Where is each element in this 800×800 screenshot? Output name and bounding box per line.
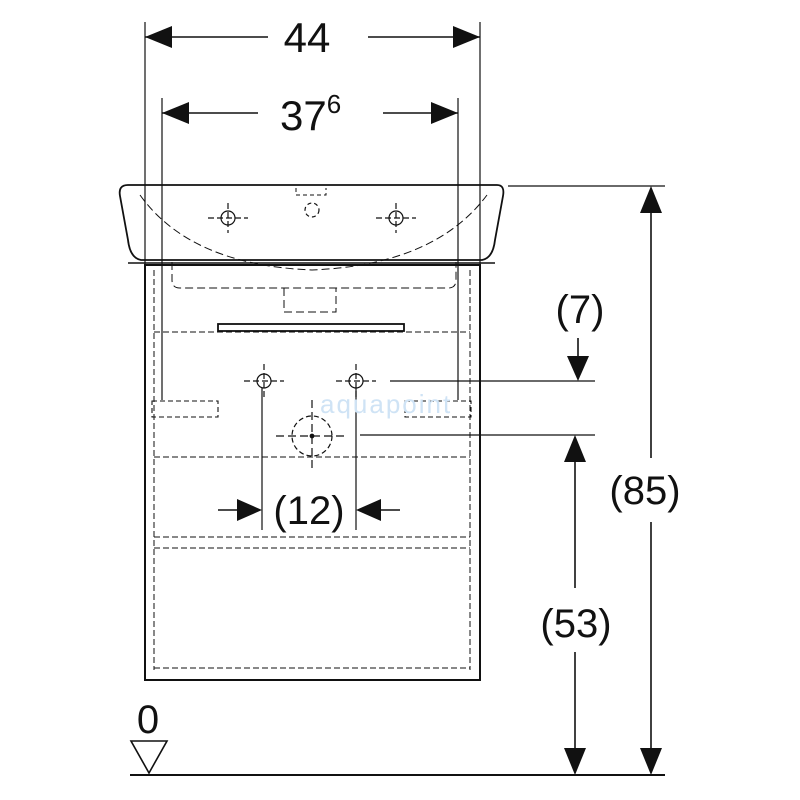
floor-level-marker: 0 <box>129 698 665 776</box>
watermark-text: aquapoint <box>320 389 452 419</box>
basin-width-main: 37 <box>280 92 327 139</box>
total-height-label: (85) <box>609 469 680 513</box>
tap-hole-left-icon <box>208 203 248 233</box>
supply-connection-right-icon <box>336 364 376 398</box>
floor-level-label: 0 <box>137 698 159 742</box>
vanity-cabinet <box>144 264 481 681</box>
drain-offset-label: (7) <box>556 288 605 332</box>
basin-width-superscript: 6 <box>327 89 341 119</box>
overall-width-label: 44 <box>284 14 331 61</box>
dimension-overall-width: 44 <box>145 14 480 61</box>
fixing-bracket-right <box>404 400 472 418</box>
supply-connection-left-icon <box>244 364 284 398</box>
floor-level-triangle-icon <box>129 740 169 775</box>
drain-height-label: (53) <box>540 602 611 646</box>
washbasin <box>118 184 505 313</box>
drawer-handle <box>217 323 405 332</box>
basin-width-label: 376 <box>280 89 341 139</box>
dimension-total-height: (85) <box>609 186 681 775</box>
drain-connection-icon <box>276 400 348 472</box>
drain-spacing-label: (12) <box>273 489 344 533</box>
dimension-drain-offset: (7) <box>556 288 605 381</box>
fixing-bracket-left <box>151 400 219 418</box>
dimension-basin-width: 376 <box>162 89 458 139</box>
tap-hole-right-icon <box>376 203 416 233</box>
dimension-drain-height: (53) <box>540 435 612 775</box>
dimension-drain-spacing: (12) <box>218 489 400 533</box>
extension-lines <box>144 22 665 530</box>
